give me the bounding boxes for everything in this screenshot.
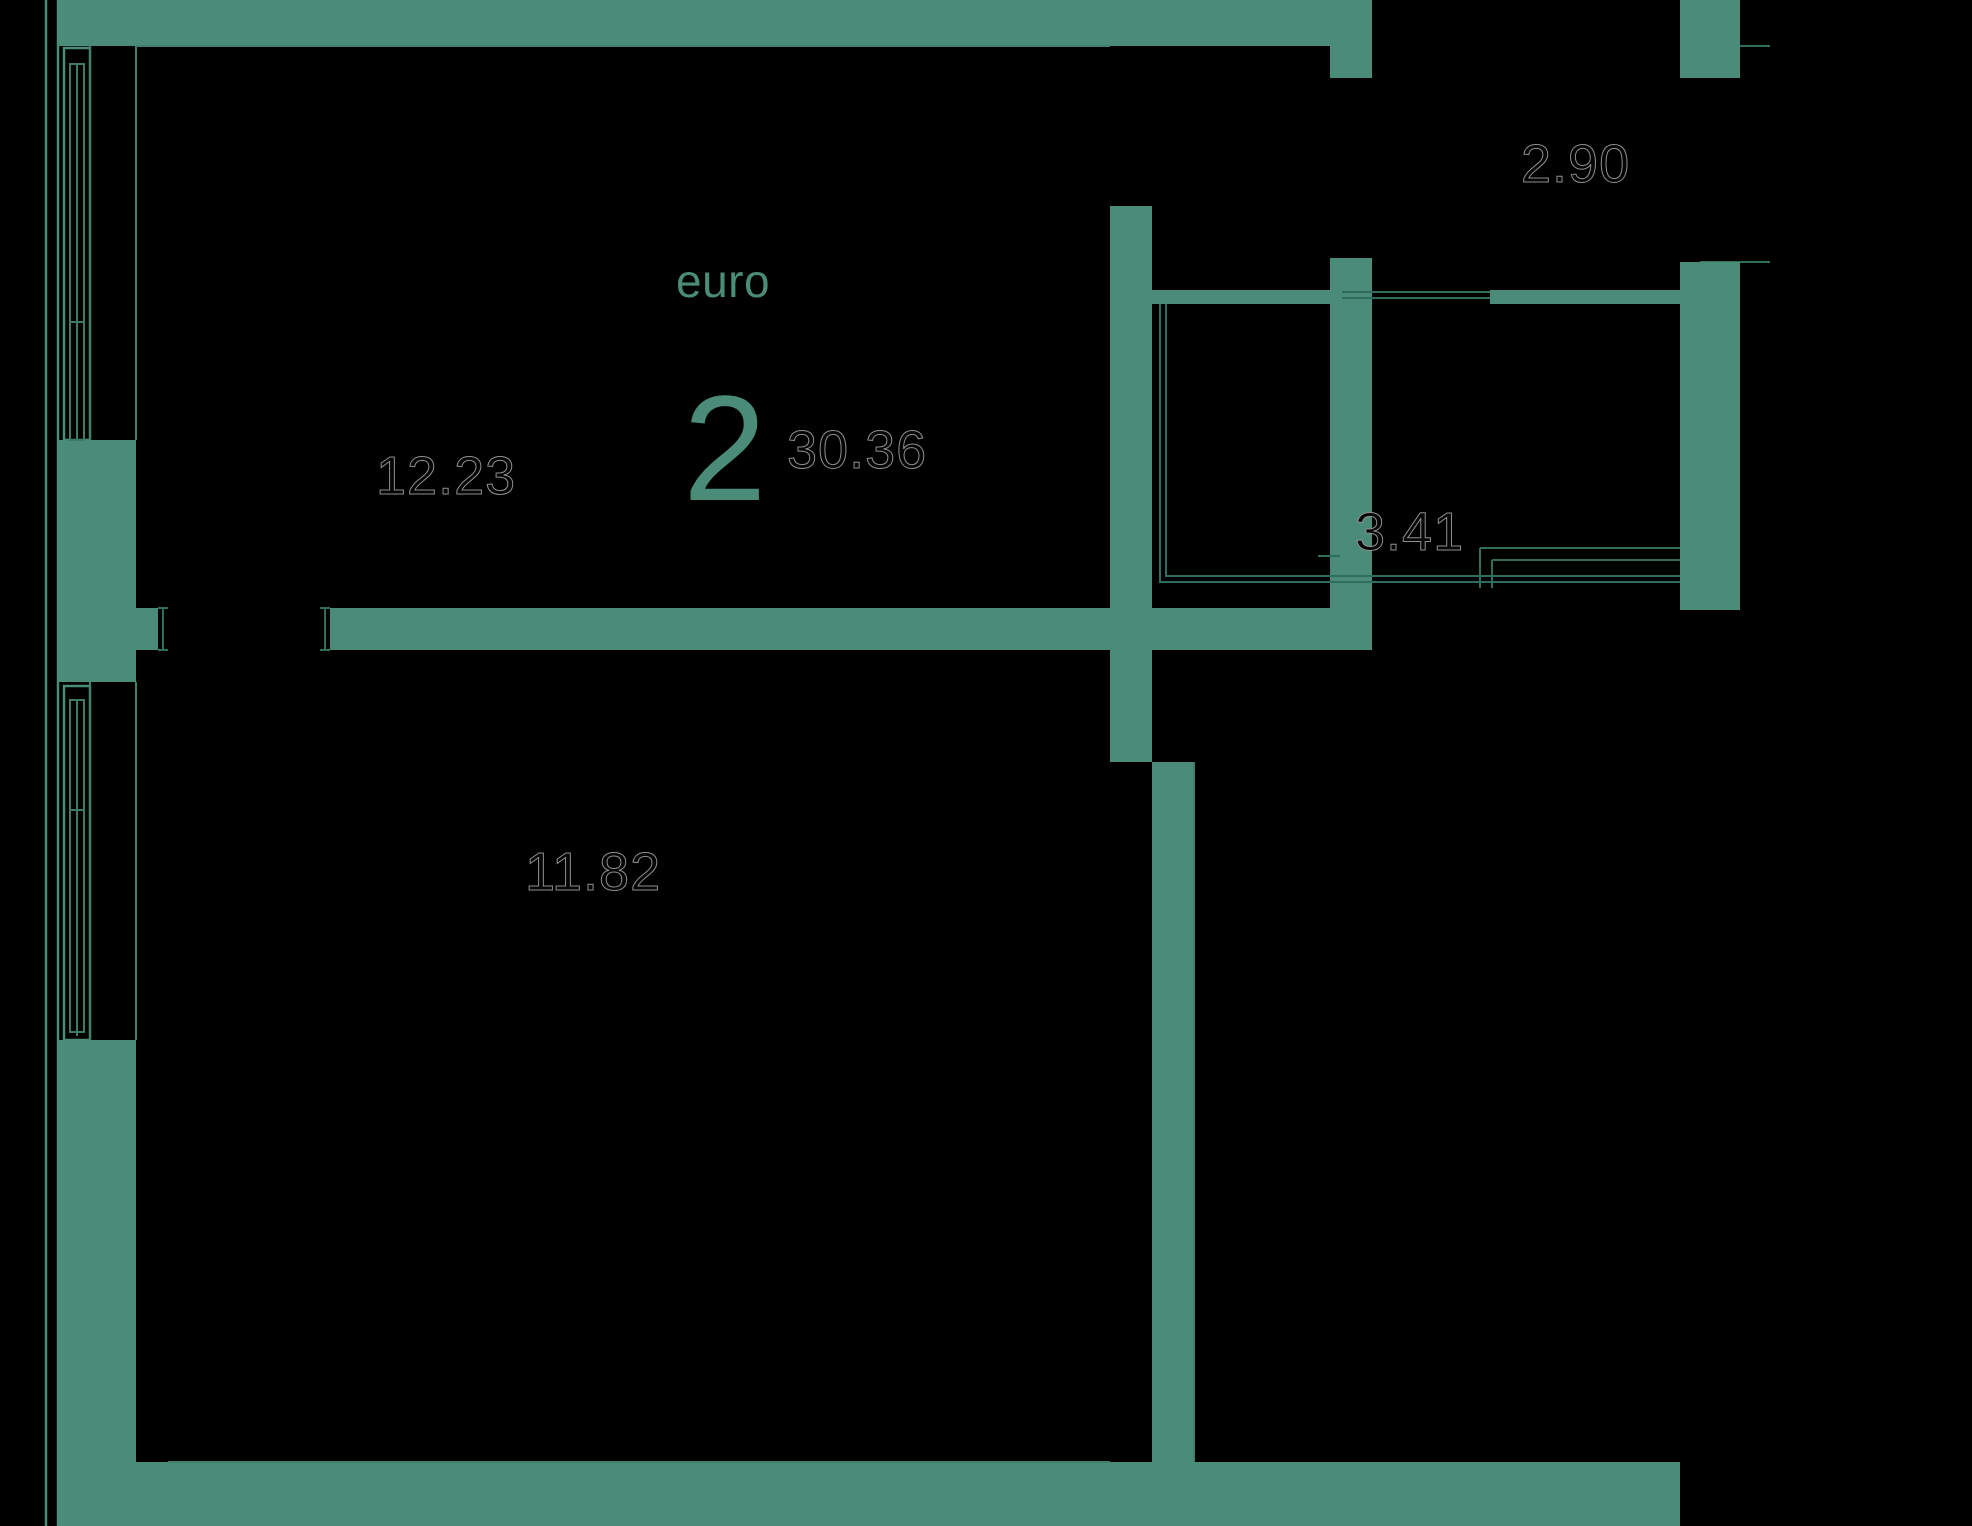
left-guide-lines — [44, 0, 60, 1526]
door-opening-bedroom — [158, 607, 330, 651]
inner-room-outlines — [136, 45, 1195, 1463]
window-lower-left — [62, 682, 137, 1042]
exterior-wall-far-right — [1680, 0, 1740, 610]
interior-wall-horizontal — [58, 608, 1372, 650]
exterior-wall-right — [1152, 258, 1372, 1526]
window-upper-left — [62, 46, 137, 442]
exterior-wall-top — [58, 0, 1372, 78]
entry-hall-walls — [1152, 1462, 1680, 1526]
hallway-wall-stubs — [1700, 45, 1770, 263]
bathroom-corner-notch — [1680, 46, 1740, 78]
bathroom-room — [1152, 290, 1710, 588]
interior-wall-vertical-center — [1110, 206, 1152, 762]
